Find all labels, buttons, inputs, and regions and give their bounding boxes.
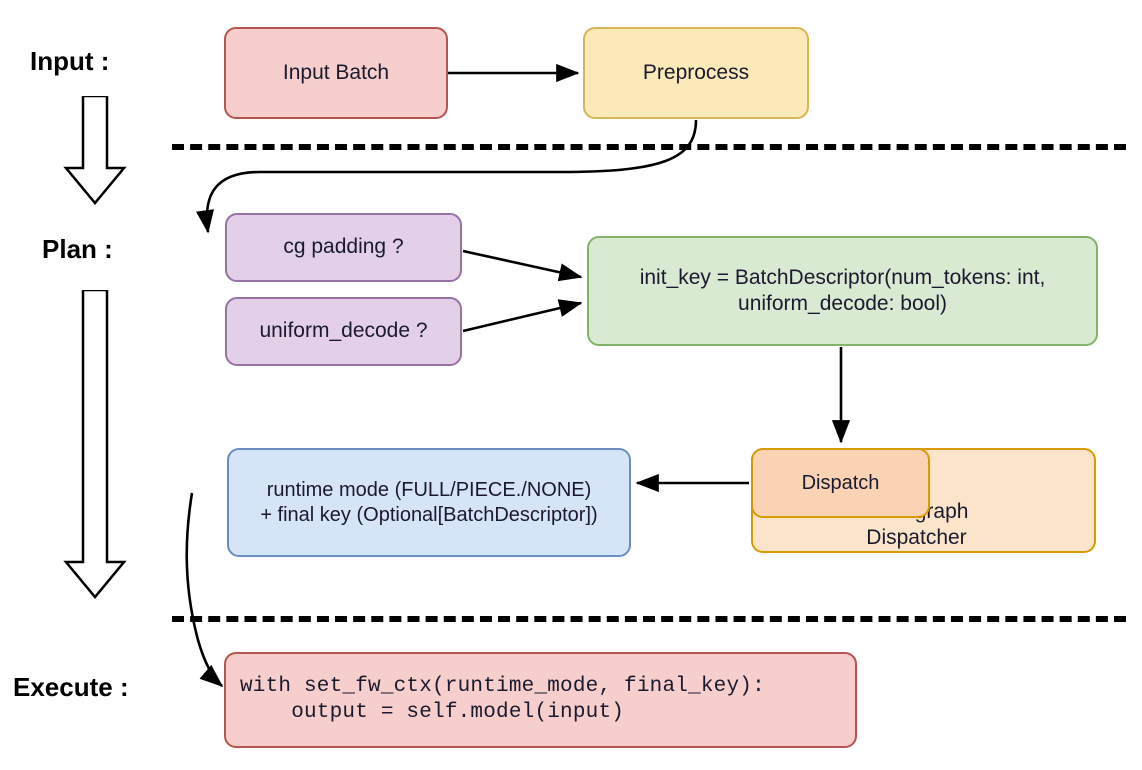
node-uniform-decode[interactable]: uniform_decode ? — [225, 297, 462, 366]
node-runtime-mode[interactable]: runtime mode (FULL/PIECE./NONE) + final … — [227, 448, 631, 557]
node-runtime-mode-line1: runtime mode (FULL/PIECE./NONE) — [266, 478, 592, 501]
stage-label-input: Input : — [30, 46, 110, 76]
node-execute-code-line2: output = self.model(input) — [240, 701, 625, 724]
node-init-key-line2: uniform_decode: bool) — [738, 292, 947, 315]
stage-flow-arrow-input-to-plan — [63, 96, 127, 205]
stage-label-execute: Execute : — [13, 672, 129, 702]
node-uniform-decode-label: uniform_decode ? — [259, 319, 428, 343]
node-dispatch[interactable]: Dispatch — [751, 448, 930, 518]
node-runtime-mode-line2: + final key (Optional[BatchDescriptor]) — [260, 503, 598, 526]
stage-flow-arrow-plan-to-execute — [63, 290, 127, 599]
node-dispatch-label: Dispatch — [801, 471, 880, 494]
node-cg-padding[interactable]: cg padding ? — [225, 213, 462, 282]
node-input-batch-label: Input Batch — [282, 60, 390, 84]
node-cg-padding-label: cg padding ? — [283, 235, 404, 259]
node-execute-code[interactable]: with set_fw_ctx(runtime_mode, final_key)… — [224, 652, 857, 748]
node-init-key[interactable]: init_key = BatchDescriptor(num_tokens: i… — [587, 236, 1098, 346]
node-init-key-line1: init_key = BatchDescriptor(num_tokens: i… — [639, 265, 1046, 289]
node-preprocess[interactable]: Preprocess — [583, 27, 809, 119]
node-execute-code-line1: with set_fw_ctx(runtime_mode, final_key)… — [240, 674, 765, 698]
plan-execute-divider — [172, 616, 1126, 622]
edge-runtime-mode-to-execute-code — [185, 492, 224, 688]
stage-label-plan: Plan : — [42, 234, 113, 264]
edge-uniform-decode-to-init-key — [462, 299, 583, 333]
node-input-batch[interactable]: Input Batch — [224, 27, 448, 119]
node-preprocess-label: Preprocess — [642, 60, 750, 84]
node-cudagraph-dispatcher-line2: Dispatcher — [866, 525, 967, 549]
edge-cg-padding-to-init-key — [462, 249, 583, 282]
input-plan-divider — [172, 144, 1126, 150]
